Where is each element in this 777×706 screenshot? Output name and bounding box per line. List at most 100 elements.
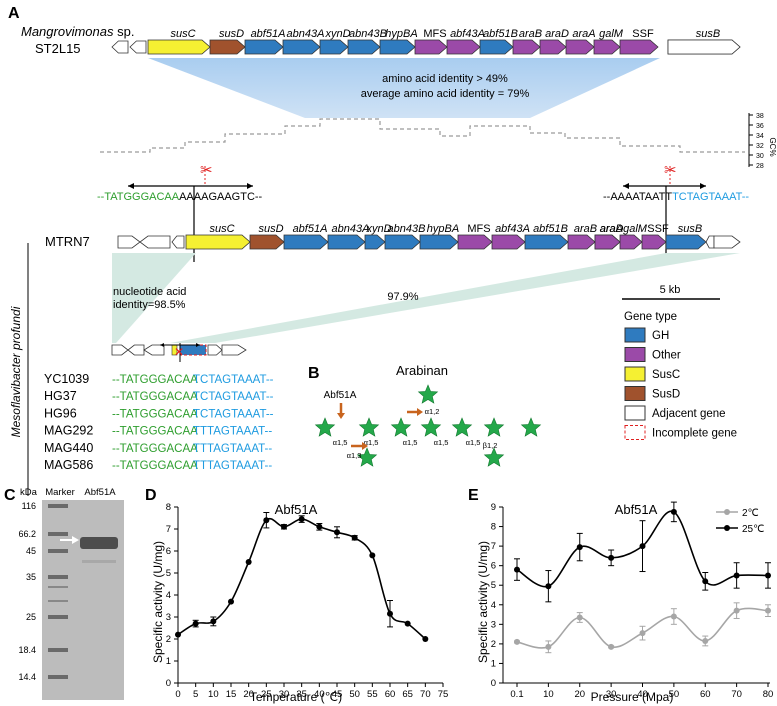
y-tick-label: 8 (491, 522, 496, 533)
data-point (263, 517, 270, 524)
legend-swatch (624, 405, 646, 421)
arabinose-star (358, 417, 380, 437)
legend-label: Other (652, 350, 681, 362)
panel-label-a: A (8, 5, 20, 22)
gene-label-mid-abf51B: abf51B (533, 223, 568, 235)
enzyme-arrow-head (337, 413, 345, 419)
gene-label-MFS: MFS (423, 28, 446, 40)
legend-swatch (624, 347, 646, 362)
gene-label-mid-susB: susB (678, 223, 702, 235)
species-label: Mangrovimonas sp. (21, 24, 134, 39)
data-point (608, 643, 615, 650)
gc-tick-label: 28 (756, 163, 764, 170)
marker-band-faint (48, 600, 68, 602)
data-point (228, 598, 234, 605)
gc-content-trace (100, 118, 745, 153)
enzyme-label: Abf51A (324, 390, 357, 401)
gene-label-mid-hypBA: hypBA (427, 223, 459, 235)
marker-band (48, 504, 68, 508)
marker-size-label: 66.2 (18, 529, 36, 539)
data-point (733, 607, 740, 614)
gene-label-mid-abf43A: abf43A (495, 223, 530, 235)
gene-track-top (111, 39, 741, 55)
gene-label-mid-araD: araD (600, 223, 624, 235)
y-tick-label: 7 (166, 524, 171, 535)
y-tick-label: 2 (166, 634, 171, 645)
gene-arrow-mid-hypBA (419, 234, 459, 250)
y-tick-label: 4 (166, 590, 171, 601)
x-tick-label: 45 (332, 689, 343, 700)
gene-arrow-araA (565, 39, 595, 55)
gene-label-susB: susB (696, 28, 720, 40)
small-arrow-head-r (196, 343, 200, 347)
arabinose-star (356, 447, 378, 467)
y-tick-label: 8 (166, 502, 171, 513)
gene-arrow-hypBA (379, 39, 416, 55)
x-tick-label: 70 (731, 689, 742, 700)
gc-tick-label: 34 (756, 133, 764, 140)
x-tick-label: 60 (700, 689, 711, 700)
data-point (175, 631, 181, 638)
gene-arrow-mid-susC (185, 234, 251, 250)
x-tick-label: 70 (420, 689, 431, 700)
y-tick-label: 2 (491, 639, 496, 650)
strain-seq-left: --TATGGGACAA (112, 391, 198, 403)
x-tick-label: 50 (669, 689, 680, 700)
gene-label-mid-xynD: xynD (365, 223, 391, 235)
gene-label-mid-abf51A: abf51A (293, 223, 328, 235)
data-point (670, 613, 677, 620)
data-point (298, 516, 305, 523)
gene-arrow-abn43A (282, 39, 321, 55)
x-tick-label: 35 (296, 689, 307, 700)
strain-seq-left: --TATGGGACAA (112, 374, 198, 386)
strain-sequence-list: YC1039--TATGGGACAATCTAGTAAAT--HG37--TATG… (44, 372, 274, 472)
identity-979-text: 97.9% (387, 291, 418, 303)
gene-label-mid-susD: susD (258, 223, 283, 235)
marker-size-label: 35 (26, 572, 36, 582)
marker-band (48, 675, 68, 679)
arabinose-star (417, 384, 439, 404)
data-point (765, 607, 771, 614)
arabinose-star (451, 417, 473, 437)
glycosidic-bond-label: α1,3 (347, 451, 362, 460)
arabinose-star (314, 417, 336, 437)
gene-label-araA: araA (572, 28, 595, 40)
gene-arrow-galM (593, 39, 621, 55)
marker-band (48, 575, 68, 579)
legend-label: Adjacent gene (652, 408, 726, 420)
data-point (670, 508, 677, 515)
x-tick-label: 0 (175, 689, 180, 700)
adjacent-gene-arrow (129, 40, 147, 54)
right-arrow-head-r (700, 183, 706, 189)
gene-label-xynD: xynD (324, 28, 350, 40)
marker-size-label: 14.4 (18, 672, 36, 682)
x-tick-label: 10 (208, 689, 219, 700)
x-tick-label: 10 (543, 689, 554, 700)
panel-label-c: C (4, 487, 16, 504)
chart-d-ylabel: Specific activity (U/mg) (151, 541, 165, 663)
gene-arrow-abf51B (479, 39, 514, 55)
strain-seq-right: TCTAGTAAAT-- (193, 408, 274, 420)
strain-seq-right: TTTAGTAAAT-- (193, 426, 272, 438)
legend-label: Incomplete gene (652, 428, 737, 440)
marker-size-label: 25 (26, 612, 36, 622)
legend-title: Gene type (624, 311, 677, 323)
chart-e-ylabel: Specific activity (U/mg) (476, 541, 490, 663)
arabinan-title: Arabinan (396, 363, 448, 378)
right-junction-sequence: --AAAATAATTTCTAGTAAAT-- (603, 191, 749, 203)
chart-e-xlabel: Pressure (Mpa) (591, 690, 674, 704)
x-tick-label: 25 (261, 689, 272, 700)
cleavage-arrow-head (417, 408, 423, 416)
small-cut-mark: ✕ (174, 345, 184, 359)
gene-arrow-mid-susB (665, 234, 707, 250)
legend-marker (724, 509, 730, 515)
